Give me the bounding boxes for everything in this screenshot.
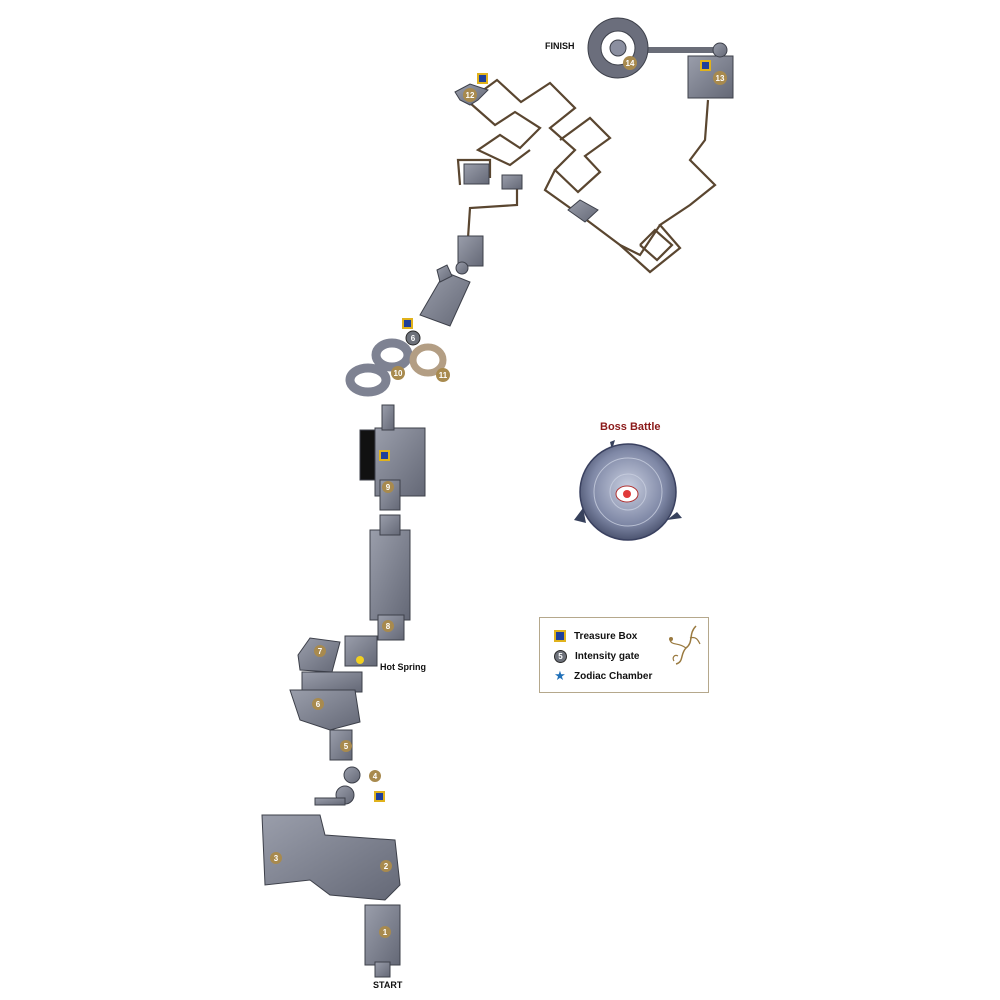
rooms [261, 17, 734, 978]
marker-5: 5 [340, 740, 352, 752]
corridor-room [567, 199, 599, 223]
legend-treasure-box: Treasure Box [554, 628, 637, 644]
svg-text:4: 4 [373, 772, 378, 781]
zodiac-chamber-icon: ★ [554, 668, 566, 683]
rooms-2-3 [261, 814, 401, 901]
boss-battle-label: Boss Battle [600, 421, 661, 433]
diagonal-hall [419, 271, 471, 327]
svg-text:5: 5 [344, 742, 349, 751]
marker-12: 12 [463, 88, 477, 102]
boss-arena [574, 440, 682, 541]
marker-7: 7 [314, 645, 326, 657]
marker-10: 10 [391, 366, 405, 380]
treasure-box-icon [402, 318, 413, 329]
markers: 1 2 3 4 5 6 7 8 9 6 10 11 12 13 14 [270, 56, 727, 938]
corridor-network [456, 47, 717, 274]
svg-text:9: 9 [386, 483, 391, 492]
junction-4 [343, 766, 361, 784]
upper-room [457, 235, 484, 267]
marker-9: 9 [382, 481, 394, 493]
svg-text:1: 1 [383, 928, 388, 937]
intensity-gate-icon: 5 [554, 649, 567, 663]
svg-text:10: 10 [394, 369, 403, 378]
intensity-gate-6: 6 [405, 330, 421, 346]
small-room-b [501, 174, 523, 190]
marker-14: 14 [623, 56, 637, 70]
svg-text:6: 6 [316, 700, 321, 709]
legend-intensity-gate: 5 Intensity gate [554, 648, 639, 664]
treasure-box-icon [700, 60, 711, 71]
loop-10 [345, 363, 391, 397]
marker-6: 6 [312, 698, 324, 710]
svg-text:14: 14 [626, 59, 635, 68]
marker-3: 3 [270, 852, 282, 864]
legend-intensity-gate-label: Intensity gate [575, 650, 640, 662]
marker-13: 13 [713, 71, 727, 85]
svg-text:13: 13 [716, 74, 725, 83]
room-8 [369, 529, 411, 621]
svg-text:11: 11 [439, 371, 448, 380]
marker-8: 8 [382, 620, 394, 632]
svg-text:7: 7 [318, 647, 323, 656]
treasure-box-icon [379, 450, 390, 461]
svg-text:3: 3 [274, 854, 279, 863]
legend-zodiac-chamber-label: Zodiac Chamber [574, 670, 653, 682]
start-label: START [373, 980, 403, 990]
boss-core-icon [623, 490, 631, 498]
loop-11 [409, 343, 447, 377]
room-6 [289, 689, 361, 731]
map-legend: Treasure Box 5 Intensity gate ★ Zodiac C… [539, 617, 709, 693]
treasure-boxes [374, 60, 711, 802]
treasure-box-icon [477, 73, 488, 84]
svg-text:2: 2 [384, 862, 389, 871]
treasure-box-icon [374, 791, 385, 802]
svg-text:8: 8 [386, 622, 391, 631]
hot-spring-label: Hot Spring [380, 662, 426, 672]
finish-label: FINISH [545, 41, 575, 51]
legend-zodiac-chamber: ★ Zodiac Chamber [554, 668, 652, 684]
small-room-a [463, 163, 490, 185]
marker-2: 2 [380, 860, 392, 872]
marker-1: 1 [379, 926, 391, 938]
legend-treasure-box-label: Treasure Box [574, 630, 638, 642]
marker-4: 4 [369, 770, 381, 782]
hot-spring-icon [356, 656, 364, 664]
svg-text:12: 12 [466, 91, 475, 100]
treasure-box-icon [554, 630, 566, 642]
svg-text:6: 6 [411, 334, 416, 343]
marker-11: 11 [436, 368, 450, 382]
floral-ornament-icon [669, 625, 701, 665]
